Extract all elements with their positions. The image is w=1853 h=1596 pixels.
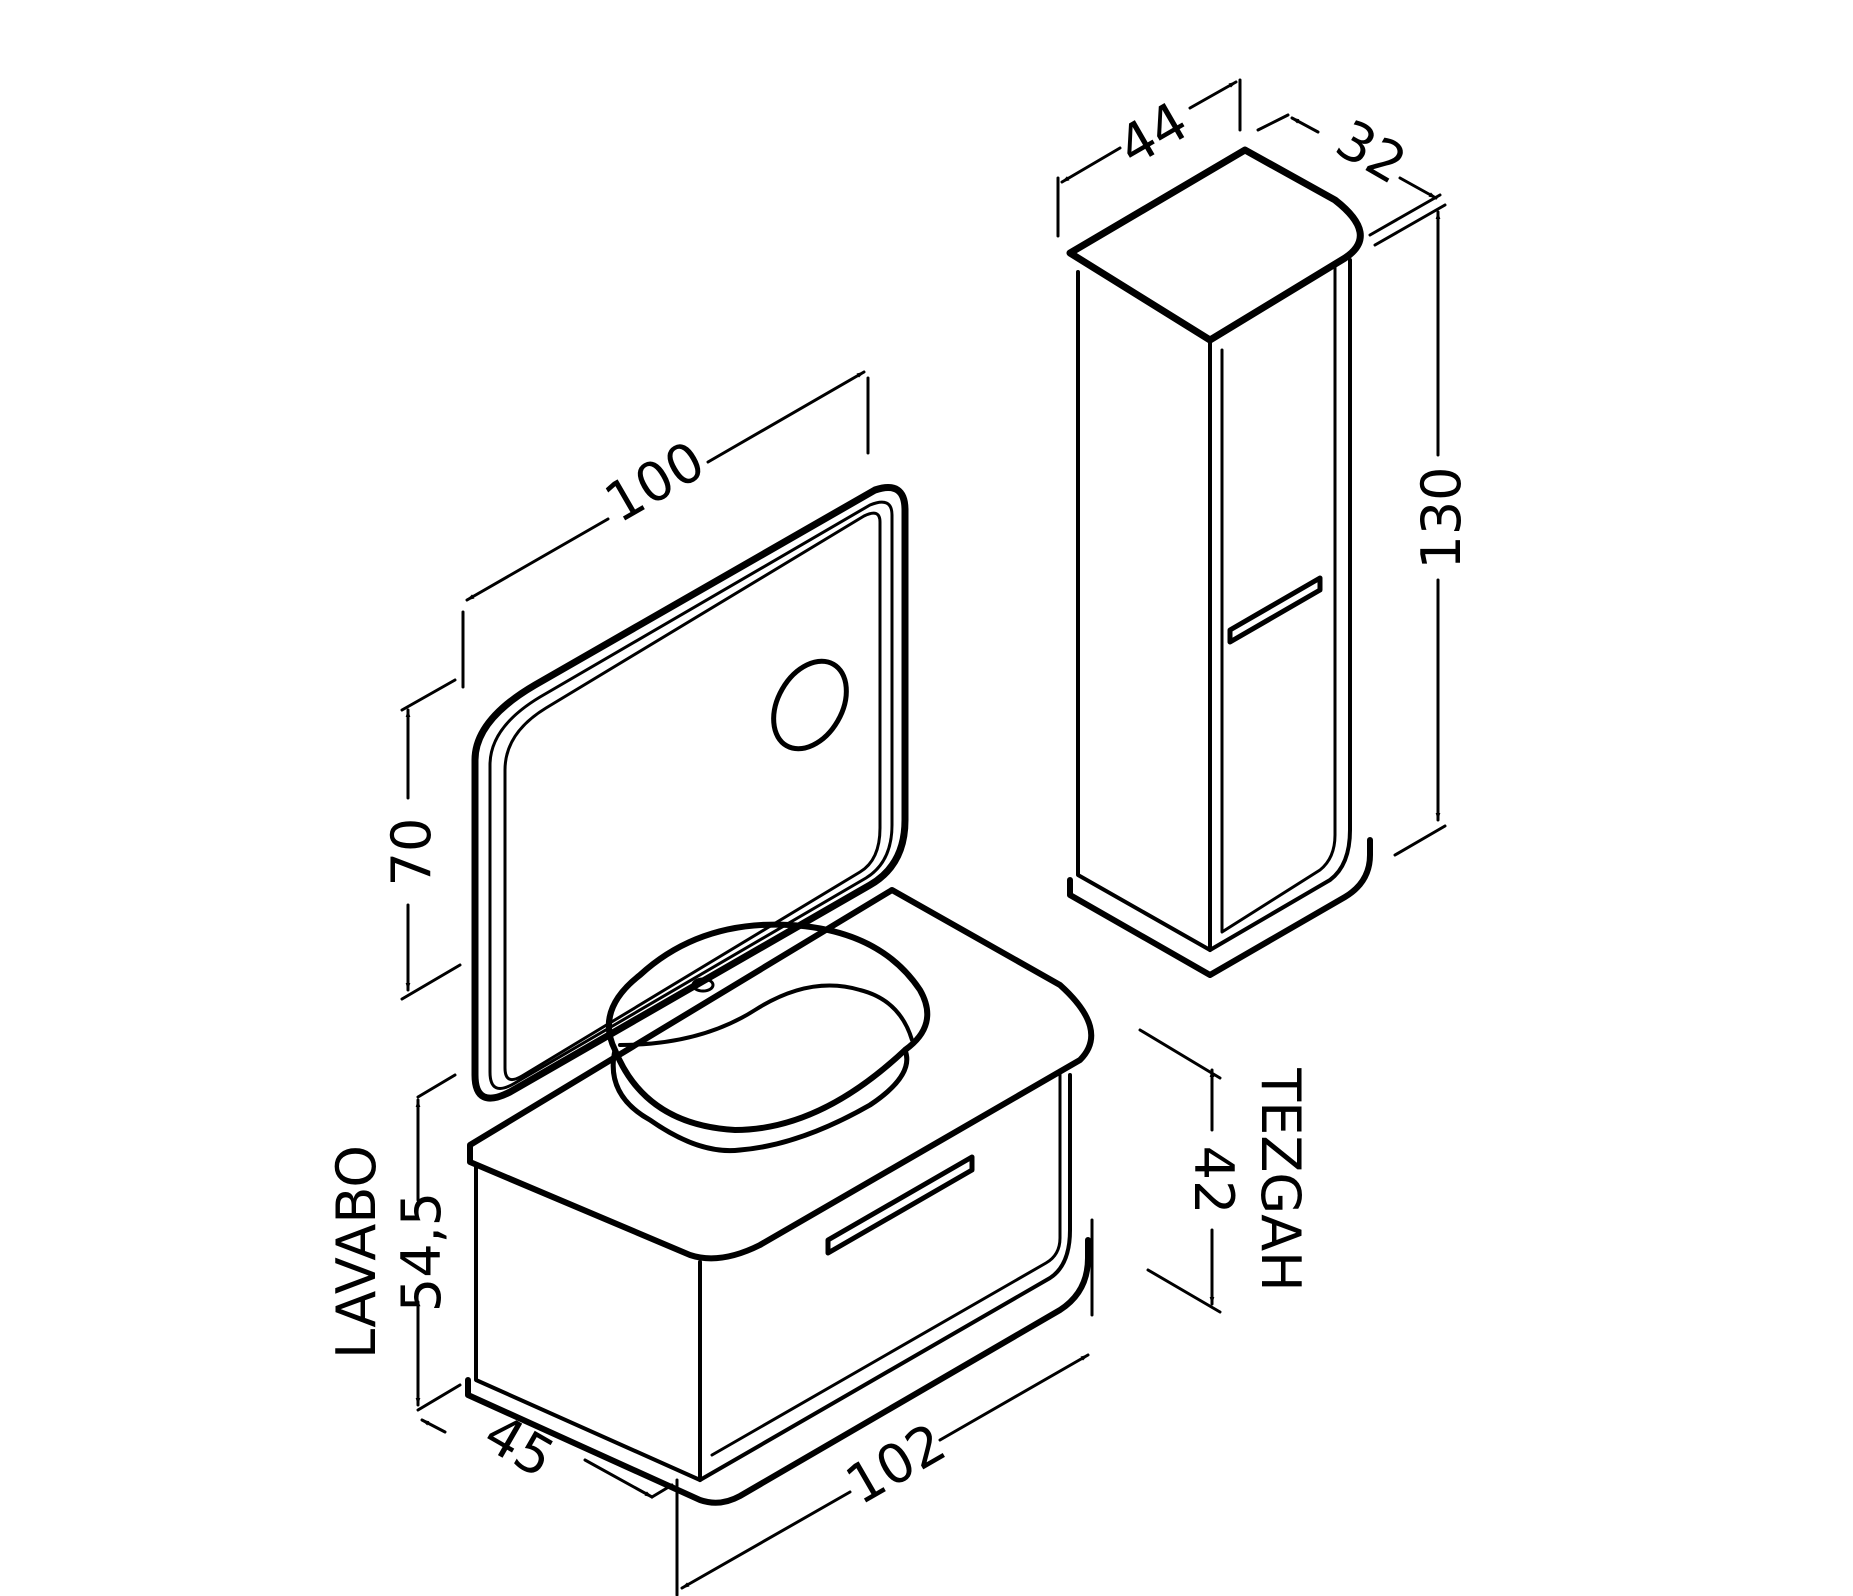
magnifier-mirror xyxy=(771,658,849,752)
lavabo-height-label: 54,5 xyxy=(390,1192,453,1312)
cabinet-width-label: 44 xyxy=(1107,90,1198,179)
vanity-handle xyxy=(825,1154,975,1256)
tezgah-label: TEZGAH xyxy=(1249,1067,1312,1292)
cabinet-height-label: 130 xyxy=(1410,466,1473,569)
basin xyxy=(605,921,931,1133)
vanity-unit xyxy=(465,887,1095,1506)
lavabo-label: LAVABO xyxy=(325,1145,388,1359)
mirror-height-label: 70 xyxy=(380,818,443,887)
cabinet-handle xyxy=(1227,575,1323,645)
basin-drain xyxy=(691,977,715,993)
tall-cabinet xyxy=(1066,146,1373,978)
mirror-width-label: 100 xyxy=(594,429,715,535)
dimension-lines xyxy=(400,78,1447,1596)
mirror xyxy=(471,484,909,1102)
tezgah-height-label: 42 xyxy=(1182,1146,1245,1215)
cabinet-depth-label: 32 xyxy=(1326,108,1417,197)
